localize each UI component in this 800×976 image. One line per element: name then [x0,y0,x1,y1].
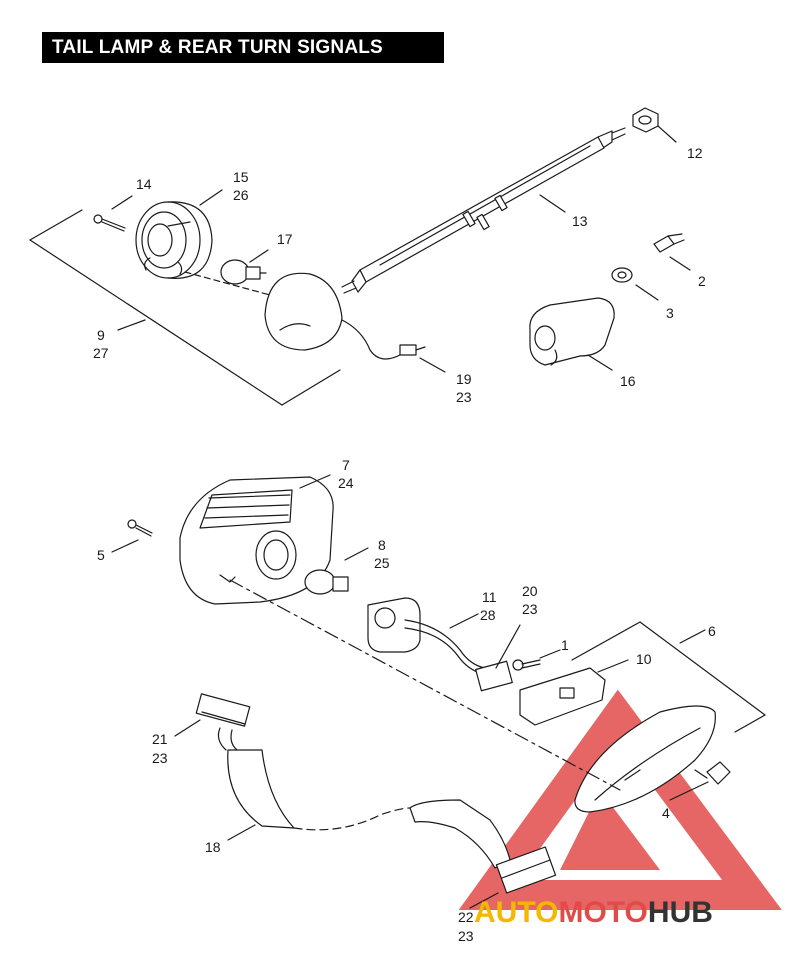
lead-wire-19 [341,319,446,373]
mounting-stem-13 [341,127,626,294]
callout-4: 4 [662,805,670,821]
callout-27: 27 [93,345,109,361]
lens-9 [117,272,343,351]
callout-17: 17 [277,231,293,247]
callout-8: 8 [378,537,386,553]
watermark-inner-mark [560,790,660,870]
callout-1: 1 [561,637,569,653]
watermark-text-auto: AUTO [474,896,558,929]
callout-2: 2 [698,273,706,289]
callout-23-bottom: 23 [458,928,474,944]
callout-13: 13 [572,213,588,229]
nut-4 [669,761,731,801]
callout-22: 22 [458,909,474,925]
tail-lens-6 [571,621,766,813]
watermark-text-hub: HUB [648,896,713,929]
callout-19: 19 [456,371,472,387]
callout-5: 5 [97,547,105,563]
callout-18: 18 [205,839,221,855]
callout-20: 20 [522,583,538,599]
bracket-10 [519,659,629,726]
callout-23-upper: 23 [456,389,472,405]
upper-assembly-outline [29,209,341,406]
turn-signal-housing-15 [135,189,271,296]
callout-7: 7 [342,457,350,473]
callout-23-middle: 23 [522,601,538,617]
bolt-2 [653,233,691,271]
watermark-triangle [458,689,782,910]
callout-11: 11 [482,589,497,605]
wiring-harness-18 [174,693,557,909]
callout-10: 10 [636,651,652,667]
callout-24: 24 [338,475,354,491]
callout-14: 14 [136,176,152,192]
callout-9: 9 [97,327,105,343]
watermark-text-moto: MOTO [558,896,647,929]
callout-6: 6 [708,623,716,639]
callout-23-left: 23 [152,750,168,766]
callout-21: 21 [152,731,168,747]
callout-28: 28 [480,607,496,623]
tail-lamp-base-7 [179,474,334,605]
washer-3 [611,267,659,301]
watermark-logo [458,689,782,910]
callout-12: 12 [687,145,703,161]
screw-5 [111,519,153,553]
watermark-text: AUTOMOTOHUB [474,896,713,929]
callout-16: 16 [620,373,636,389]
assembly-centerline [229,579,621,791]
callout-3: 3 [666,305,674,321]
bulb-8 [304,547,369,595]
screw-14 [93,195,133,232]
nut-12 [632,107,677,143]
callout-25: 25 [374,555,390,571]
page-title: TAIL LAMP & REAR TURN SIGNALS [42,32,444,63]
socket-harness-11 [367,597,521,692]
clamp-16 [529,297,615,371]
callout-15: 15 [233,169,249,185]
screw-1 [512,649,561,671]
callout-labels: 12 13 14 15 26 17 2 3 9 27 19 23 16 7 24… [93,145,716,944]
bulb-17 [220,249,269,285]
callout-26: 26 [233,187,249,203]
